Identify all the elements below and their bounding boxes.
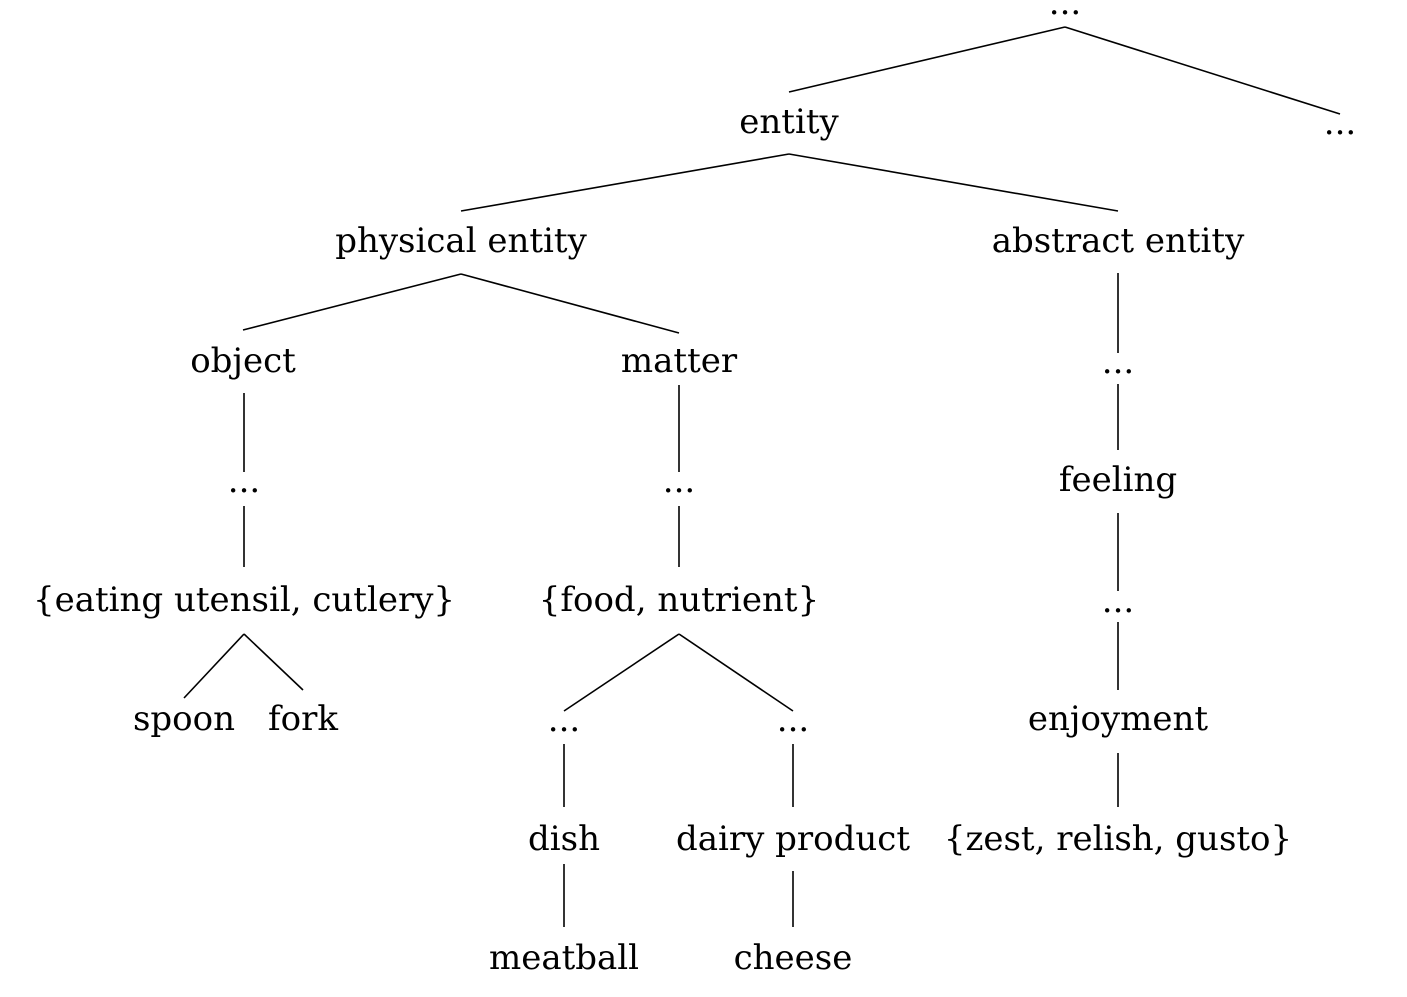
edge-food-gapright: [678, 633, 794, 712]
edge-physical-object: [242, 273, 462, 331]
node-eating-utensil: {eating utensil, cutlery}: [33, 580, 455, 620]
node-abstract-entity: abstract entity: [992, 221, 1245, 261]
node-food-gap-left: ...: [548, 700, 580, 740]
edge-physical-matter: [460, 273, 680, 334]
node-cheese: cheese: [734, 938, 853, 978]
edge-utensil-spoon: [183, 633, 245, 699]
node-matter-gap: ...: [663, 461, 695, 501]
node-dish: dish: [528, 819, 600, 859]
node-matter: matter: [621, 341, 738, 381]
tree-edges: [183, 26, 1341, 927]
node-physical-entity: physical entity: [335, 221, 587, 261]
edge-utensil-fork: [243, 633, 304, 691]
node-enjoyment: enjoyment: [1028, 699, 1208, 739]
edge-root-entity: [788, 26, 1066, 93]
node-root-other: ...: [1324, 103, 1356, 143]
node-fork: fork: [268, 699, 338, 739]
node-feeling-gap: ...: [1102, 581, 1134, 621]
node-object: object: [190, 341, 296, 381]
node-abstract-gap: ...: [1102, 342, 1134, 382]
edge-entity-abstract: [788, 153, 1119, 212]
node-feeling: feeling: [1059, 460, 1177, 500]
node-food-nutrient: {food, nutrient}: [539, 580, 819, 620]
node-entity: entity: [739, 102, 839, 142]
node-meatball: meatball: [489, 938, 639, 978]
node-object-gap: ...: [228, 461, 260, 501]
node-root: ...: [1049, 0, 1081, 23]
node-spoon: spoon: [133, 699, 235, 739]
edge-food-gapleft: [563, 633, 680, 712]
node-food-gap-right: ...: [777, 700, 809, 740]
node-zest-relish-gusto: {zest, relish, gusto}: [944, 819, 1292, 859]
node-dairy-product: dairy product: [676, 819, 910, 859]
edge-entity-physical: [460, 153, 790, 212]
edge-root-other: [1064, 26, 1341, 115]
tree-nodes: ... entity ... physical entity abstract …: [33, 0, 1356, 978]
